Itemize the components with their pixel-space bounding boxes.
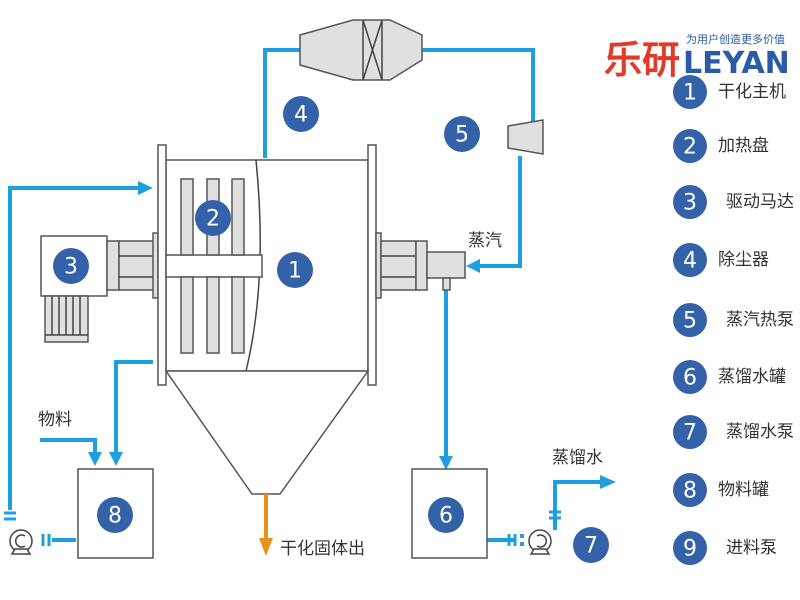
material-arrow-head (88, 452, 102, 466)
legend-label: 加热盘 (718, 136, 769, 156)
legend-number: 5 (683, 309, 697, 334)
legend-label: 除尘器 (718, 250, 769, 270)
badge-3: 3 (53, 248, 89, 284)
dryer-main-unit (157, 144, 377, 495)
label-dry-solid-out: 干化固体出 (280, 539, 365, 559)
legend-number: 4 (683, 249, 697, 274)
legend-item: 2 加热盘 (673, 129, 769, 163)
legend-label: 物料罐 (718, 480, 769, 500)
steam-arrow-head (466, 259, 480, 273)
logo-slogan: 为用户创造更多价值 (686, 32, 785, 46)
logo-english: LEYAN (683, 46, 790, 81)
legend-badge (673, 531, 707, 565)
legend-badge (673, 360, 707, 394)
legend-item: 1 干化主机 (673, 75, 786, 109)
legend-label: 干化主机 (718, 82, 786, 102)
label-distilled-water: 蒸馏水 (552, 448, 603, 468)
label-material: 物料 (38, 410, 72, 430)
pipe-to-heat-pump (422, 48, 535, 123)
badge-4: 4 (283, 96, 319, 132)
svg-text:6: 6 (439, 504, 453, 529)
legend-item: 6 蒸馏水罐 (673, 360, 786, 394)
feed-pump-icon (9, 529, 33, 555)
steam-heat-pump (507, 119, 544, 155)
legend-badge (673, 129, 707, 163)
feed-arrow-head (138, 181, 153, 195)
legend-label: 蒸馏水泵 (726, 422, 794, 442)
legend-number: 3 (683, 191, 697, 216)
legend-number: 2 (683, 135, 697, 160)
return-arrow-head (109, 452, 123, 466)
dust-collector (299, 19, 423, 81)
badge-7: 7 (573, 527, 609, 563)
legend-badge (673, 473, 707, 507)
legend-item: 8 物料罐 (673, 473, 769, 507)
legend-label: 蒸汽热泵 (726, 310, 794, 330)
svg-text:5: 5 (455, 123, 469, 148)
legend-item: 3 驱动马达 (673, 185, 794, 219)
legend-badge (673, 415, 707, 449)
legend-badge (673, 75, 707, 109)
svg-text:2: 2 (206, 207, 220, 232)
legend-label: 驱动马达 (726, 192, 794, 212)
distilled-water-pump-icon (528, 529, 552, 555)
svg-text:8: 8 (108, 504, 122, 529)
legend-label: 进料泵 (726, 538, 777, 558)
pipe-steam-in (478, 156, 522, 268)
legend-badge (673, 243, 707, 277)
solid-output (259, 494, 273, 556)
legend-item: 4 除尘器 (673, 243, 769, 277)
legend-badge (673, 303, 707, 337)
legend-number: 8 (683, 479, 697, 504)
pipes (4, 48, 616, 546)
label-steam: 蒸汽 (468, 231, 502, 251)
badge-6: 6 (428, 497, 464, 533)
condensate-arrow-head (439, 456, 453, 470)
distilled-water-arrow-head (600, 475, 616, 489)
logo-chinese: 乐研 (604, 38, 680, 82)
svg-text:4: 4 (294, 103, 308, 128)
legend-number: 9 (683, 537, 697, 562)
pipe-feed (8, 186, 138, 510)
logo: 乐研 LEYAN 为用户创造更多价值 (604, 32, 790, 82)
drive-motor (40, 232, 159, 343)
legend-number: 1 (683, 81, 697, 106)
legend-badge (673, 185, 707, 219)
pipe-to-dust-collector (263, 48, 300, 158)
legend-number: 7 (683, 421, 697, 446)
pipe-distilled-water-out (553, 480, 600, 530)
badge-8: 8 (97, 497, 133, 533)
badge-5: 5 (444, 116, 480, 152)
legend-item: 9 进料泵 (673, 531, 777, 565)
svg-text:3: 3 (64, 255, 78, 280)
svg-text:7: 7 (584, 534, 598, 559)
steam-inlet-joint (375, 232, 466, 299)
legend-number: 6 (683, 366, 697, 391)
badge-2: 2 (195, 200, 231, 236)
legend-item: 5 蒸汽热泵 (673, 303, 794, 337)
pipe-return-to-tank8 (114, 360, 153, 455)
badge-1: 1 (277, 252, 313, 288)
legend-label: 蒸馏水罐 (718, 367, 786, 387)
legend-item: 7 蒸馏水泵 (673, 415, 794, 449)
svg-text:1: 1 (288, 259, 302, 284)
legend: 1 干化主机 2 加热盘 3 驱动马达 4 除尘器 5 蒸汽热泵 6 蒸馏水罐 7 蒸馏水泵 8 物料罐 9 进料… (673, 75, 794, 565)
pipe-material-in (40, 438, 97, 455)
